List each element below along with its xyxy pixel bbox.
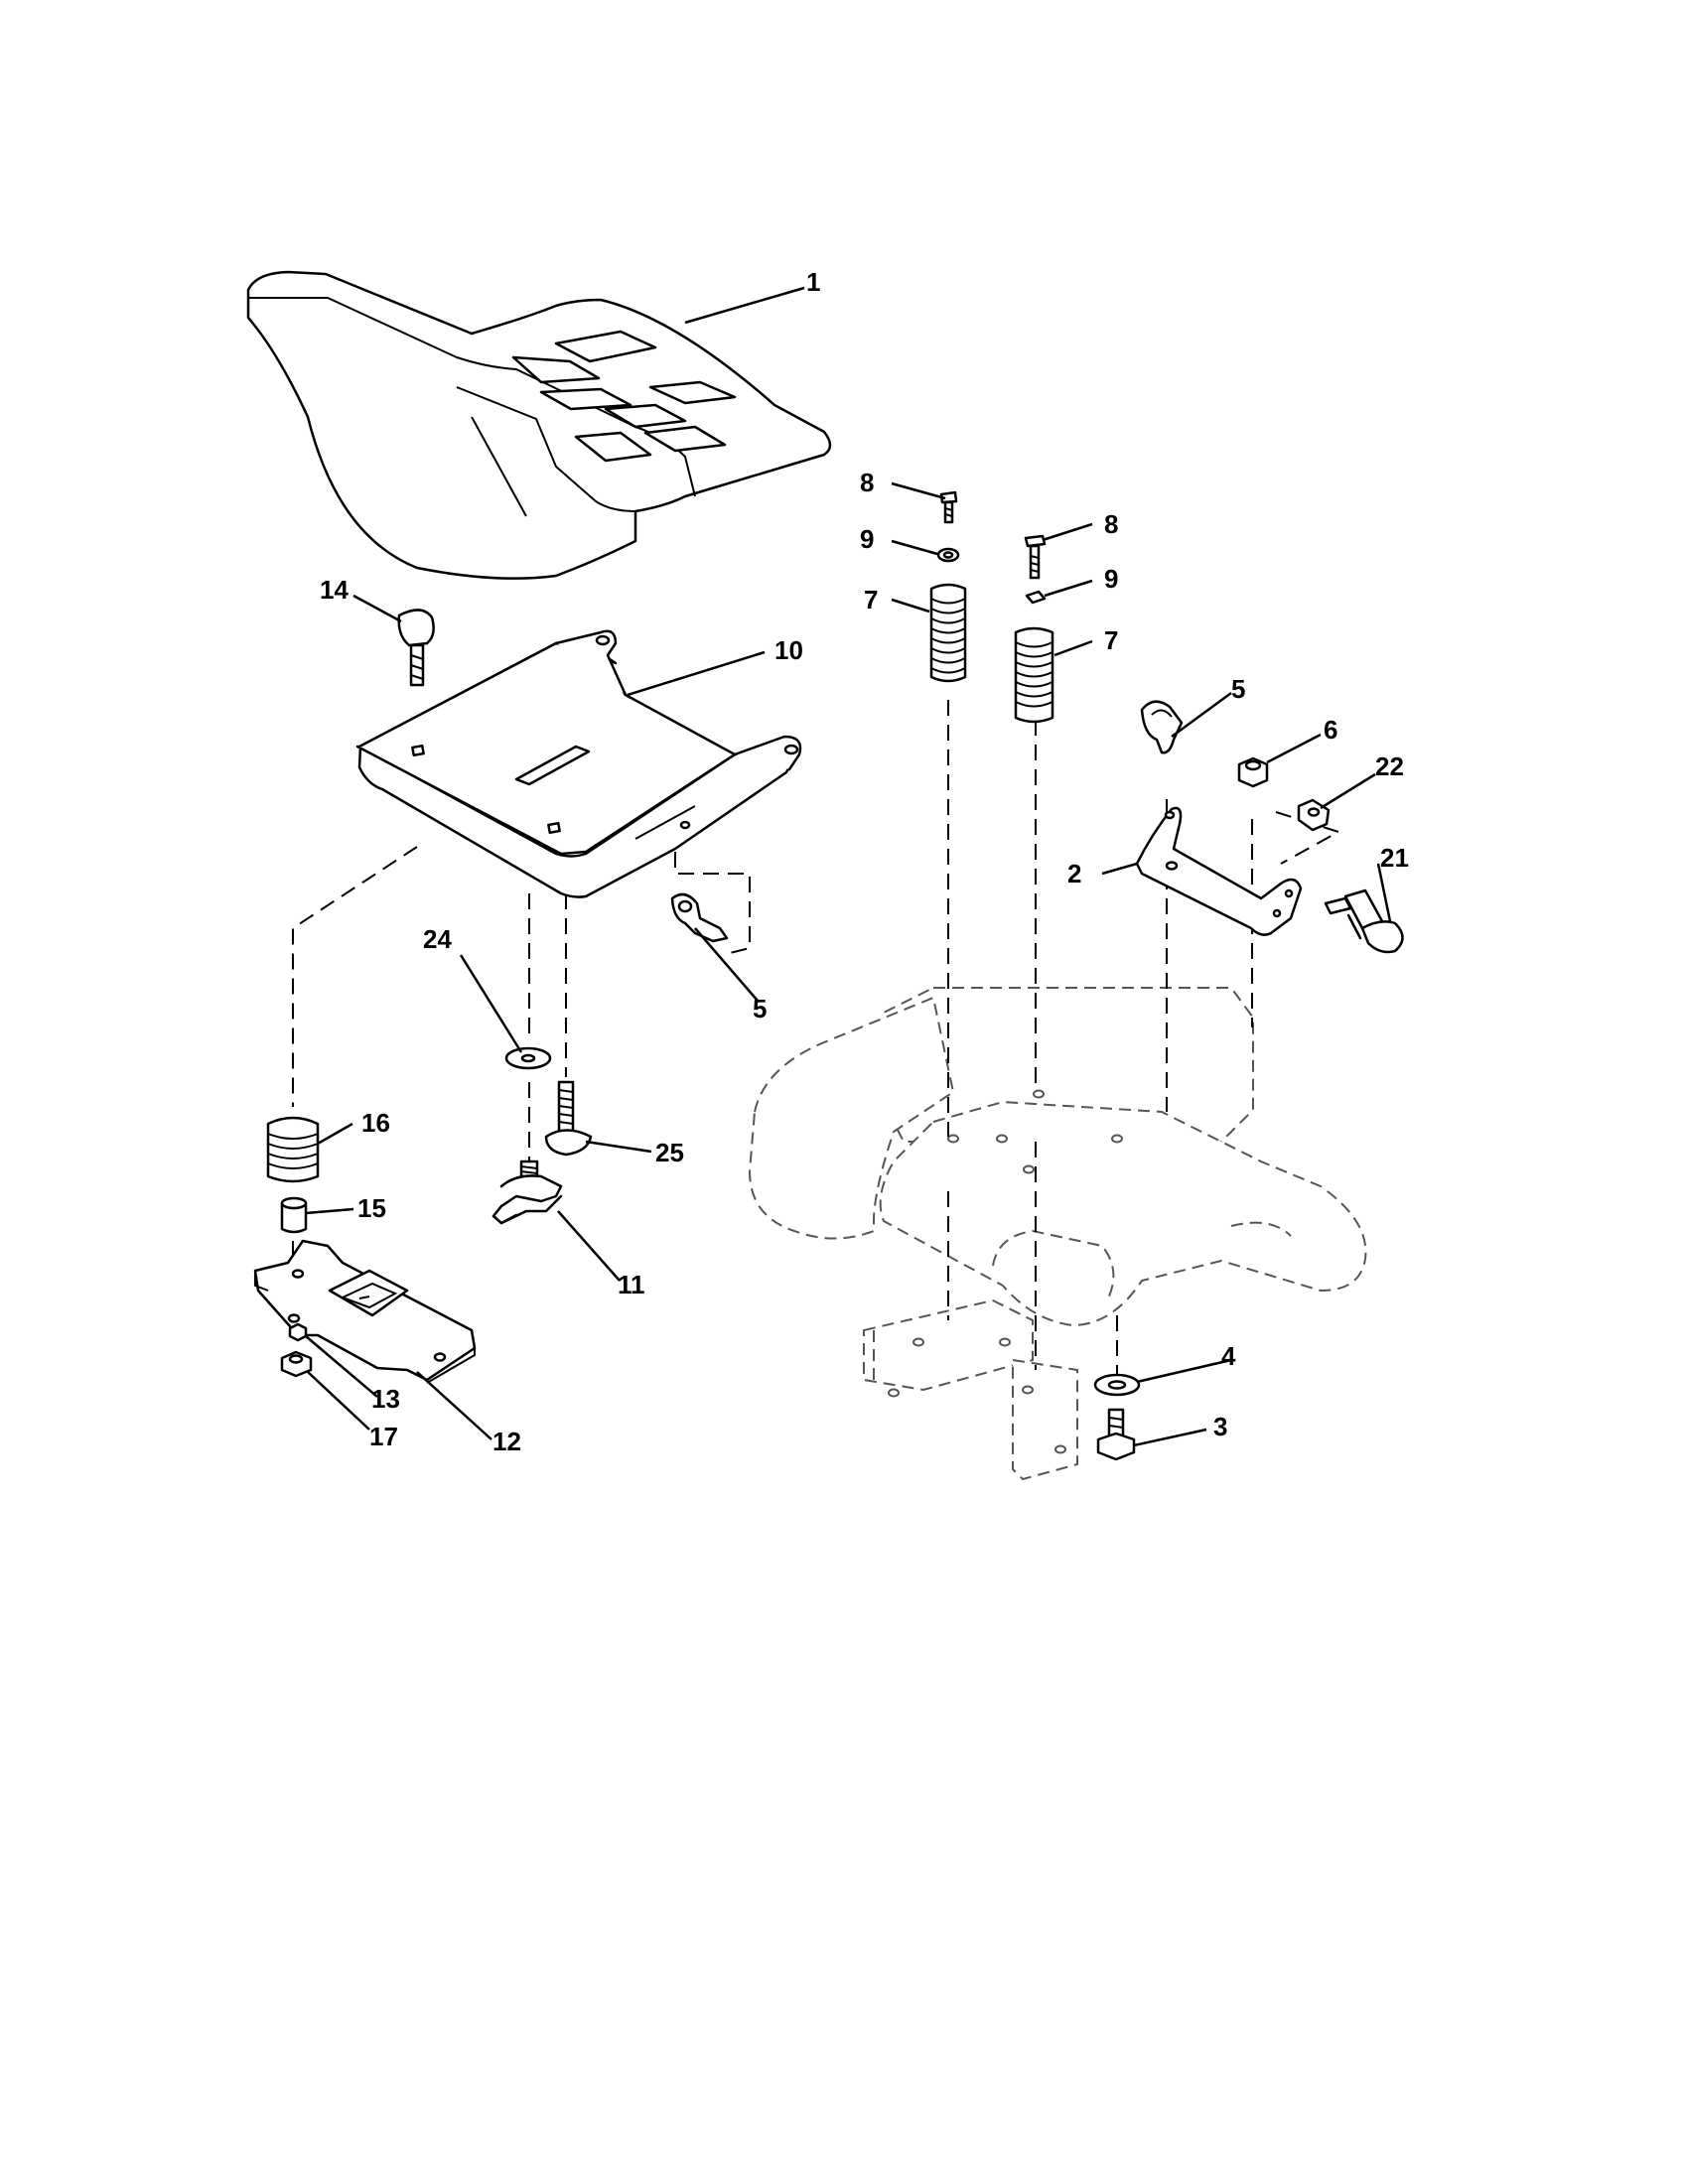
callout-7-right: 7 <box>1104 625 1118 655</box>
spring-16 <box>266 1116 320 1183</box>
callout-17: 17 <box>369 1422 398 1451</box>
callout-10: 10 <box>774 635 803 665</box>
nut-6 <box>1237 756 1269 788</box>
clip-left <box>670 892 729 943</box>
nut-17 <box>280 1350 313 1378</box>
callout-24: 24 <box>423 924 452 954</box>
seat <box>246 270 832 580</box>
callout-15: 15 <box>357 1193 386 1223</box>
callout-8-right: 8 <box>1104 509 1118 539</box>
shoulder-bolt <box>1324 888 1404 954</box>
callout-5-left: 5 <box>753 994 767 1024</box>
clip-right <box>1140 700 1184 754</box>
callout-11: 11 <box>618 1270 645 1299</box>
callout-labels: 1 8 9 7 8 9 7 14 10 5 6 22 2 21 24 5 25 … <box>320 267 1409 1456</box>
seat-pan <box>355 629 802 898</box>
washer-left <box>936 547 960 563</box>
nut-13 <box>288 1322 308 1342</box>
callout-22: 22 <box>1375 751 1404 781</box>
callout-25: 25 <box>655 1138 684 1167</box>
callout-12: 12 <box>492 1427 521 1456</box>
callout-8-left: 8 <box>860 468 874 497</box>
frame-outline <box>748 987 1367 1481</box>
washer-4 <box>1093 1373 1141 1397</box>
screw-25 <box>544 1080 593 1157</box>
callout-4: 4 <box>1221 1341 1236 1371</box>
callout-3: 3 <box>1213 1412 1227 1441</box>
leader-lines <box>305 286 1392 1447</box>
callout-9-left: 9 <box>860 524 874 554</box>
bracket <box>1135 806 1303 936</box>
carriage-bolt <box>397 609 435 687</box>
callout-13: 13 <box>371 1384 400 1414</box>
bolt-right <box>1024 534 1047 580</box>
knob-11 <box>491 1160 563 1225</box>
spring-left <box>929 583 967 683</box>
spring-right <box>1014 626 1054 724</box>
callout-7-left: 7 <box>864 585 878 614</box>
callout-9-right: 9 <box>1104 564 1118 594</box>
callout-16: 16 <box>361 1108 390 1138</box>
callout-1: 1 <box>806 267 820 297</box>
bolt-left <box>939 490 958 524</box>
callout-5-right: 5 <box>1231 674 1245 704</box>
callout-14: 14 <box>320 575 349 605</box>
washer-24 <box>504 1046 552 1070</box>
callout-21: 21 <box>1380 843 1409 873</box>
callout-2: 2 <box>1067 859 1081 888</box>
callout-6: 6 <box>1324 715 1337 745</box>
washer-right <box>1025 590 1047 605</box>
bolt-3 <box>1096 1408 1136 1461</box>
spacer-15 <box>280 1196 308 1234</box>
